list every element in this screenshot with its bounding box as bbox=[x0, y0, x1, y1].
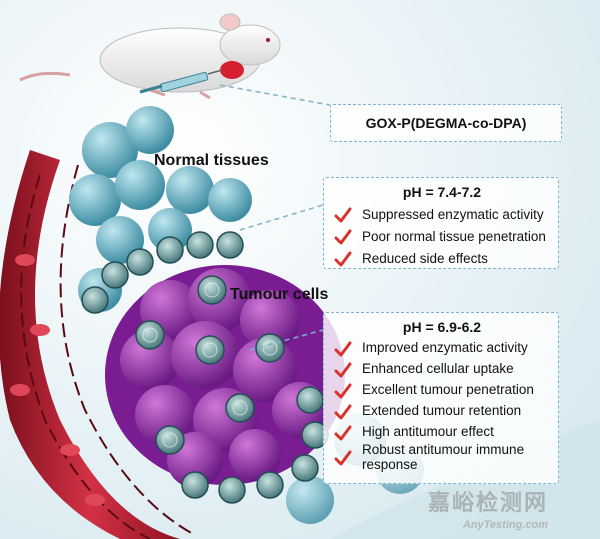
effect-label: Improved enzymatic activity bbox=[362, 340, 528, 356]
effect-label: Enhanced cellular uptake bbox=[362, 361, 514, 377]
watermark-en: AnyTesting.com bbox=[462, 519, 548, 531]
effect-label: Extended tumour retention bbox=[362, 403, 522, 419]
effect-label: Poor normal tissue penetration bbox=[362, 228, 546, 244]
blood-vessel bbox=[0, 150, 196, 539]
watermark-cn: 嘉峪检测网 bbox=[427, 490, 548, 515]
effect-item: Excellent tumour penetration bbox=[334, 380, 550, 401]
checkmark-icon bbox=[334, 251, 352, 267]
effect-item: Poor normal tissue penetration bbox=[334, 226, 550, 248]
checkmark-icon bbox=[334, 383, 352, 399]
callout-lines bbox=[219, 84, 331, 351]
checkmark-icon bbox=[334, 341, 352, 357]
checkmark-icon bbox=[334, 425, 352, 441]
checkmark-icon bbox=[334, 450, 352, 466]
effect-item: Improved enzymatic activity bbox=[334, 338, 550, 359]
checkmark-icon bbox=[334, 404, 352, 420]
effect-item: Extended tumour retention bbox=[334, 401, 550, 422]
effect-label: Robust antitumour immune response bbox=[362, 442, 525, 472]
tumour-ph-panel: pH = 6.9-6.2 Improved enzymatic activity… bbox=[323, 312, 559, 484]
checkmark-icon bbox=[334, 207, 352, 223]
normal-ph-panel: pH = 7.4-7.2 Suppressed enzymatic activi… bbox=[323, 177, 559, 269]
formulation-box: GOX-P(DEGMA-co-DPA) bbox=[330, 104, 562, 142]
tumour-ph-title: pH = 6.9-6.2 bbox=[402, 319, 482, 335]
formulation-label: GOX-P(DEGMA-co-DPA) bbox=[365, 115, 527, 131]
checkmark-icon bbox=[334, 229, 352, 245]
checkmark-icon bbox=[334, 362, 352, 378]
normal-tissues-label: Normal tissues bbox=[154, 152, 269, 169]
mouse-illustration bbox=[19, 13, 281, 100]
syringe-icon bbox=[139, 69, 223, 94]
effect-item: Enhanced cellular uptake bbox=[334, 359, 550, 380]
nanoparticles bbox=[81, 231, 329, 504]
normal-ph-title: pH = 7.4-7.2 bbox=[402, 184, 482, 200]
effect-label: Excellent tumour penetration bbox=[362, 382, 534, 398]
effect-label: High antitumour effect bbox=[362, 424, 494, 440]
effect-label: Reduced side effects bbox=[362, 250, 488, 266]
effect-label: Suppressed enzymatic activity bbox=[362, 206, 544, 222]
effect-item: Reduced side effects bbox=[334, 248, 550, 270]
effect-item: Robust antitumour immune response bbox=[334, 442, 550, 473]
tumour-cells-label: Tumour cells bbox=[230, 286, 329, 303]
effect-item: Suppressed enzymatic activity bbox=[334, 204, 550, 226]
effect-item: High antitumour effect bbox=[334, 422, 550, 443]
